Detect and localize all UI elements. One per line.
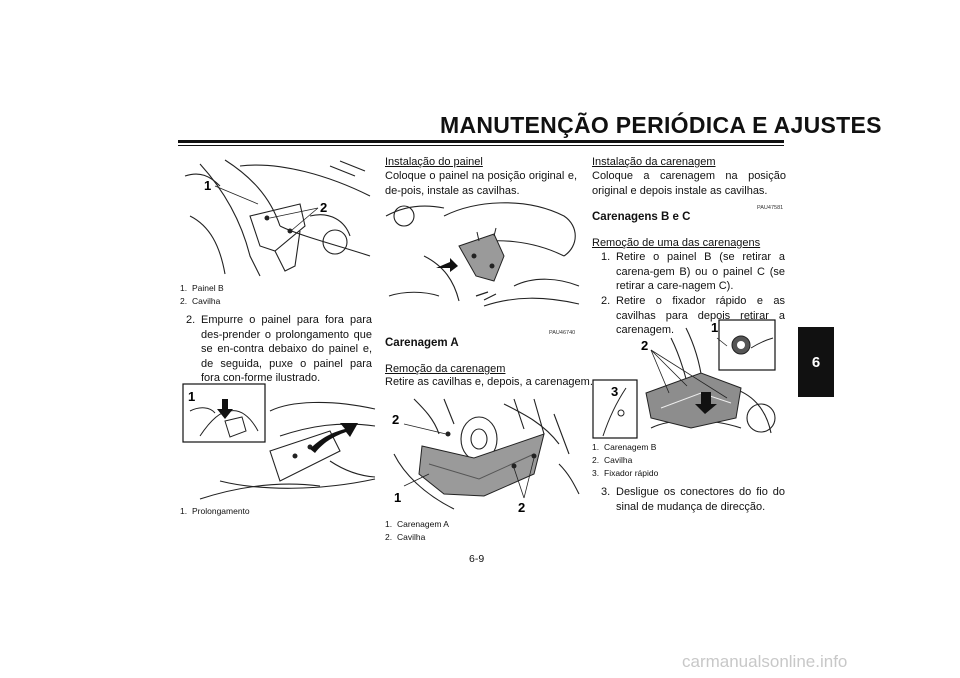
section-heading: Instalação da carenagem xyxy=(592,156,716,168)
chapter-tab: 6 xyxy=(798,327,834,397)
section-heading: Remoção de uma das carenagens xyxy=(592,237,761,249)
instruction-step-2: 2. Empurre o painel para fora para des-p… xyxy=(186,314,372,384)
instruction-step-3: 3. Desligue os conectores do fio do sina… xyxy=(601,486,785,513)
callout-2: 2 xyxy=(392,412,399,427)
page-title: MANUTENÇÃO PERIÓDICA E AJUSTES xyxy=(440,112,882,138)
header-rule-thick xyxy=(178,140,784,143)
section-heading: Instalação do painel xyxy=(385,156,483,168)
callout-1: 1 xyxy=(204,178,211,193)
callout-1: 1 xyxy=(711,320,718,335)
caption-item: 1.Carenagem B xyxy=(592,442,657,452)
figure-prolongamento: 1 xyxy=(182,383,376,500)
callout-1: 1 xyxy=(188,389,195,404)
figure-carenagem-b: 1 2 3 xyxy=(592,319,776,439)
figure-carenagem-a: 2 1 2 xyxy=(392,398,580,515)
caption-item: 1.Prolongamento xyxy=(180,506,250,516)
caption-item: 2.Cavilha xyxy=(180,296,221,306)
caption-list-fig5: 1.Carenagem B 2.Cavilha 3.Fixador rápido xyxy=(592,441,658,480)
caption-item: 1.Carenagem A xyxy=(385,519,449,529)
caption-item: 3.Fixador rápido xyxy=(592,468,659,478)
paragraph: Retire as cavilhas e, depois, a carenage… xyxy=(385,376,593,388)
caption-list-fig4: 1.Carenagem A 2.Cavilha xyxy=(385,518,449,544)
watermark: carmanualsonline.info xyxy=(682,652,848,671)
figure-install-panel xyxy=(385,202,580,307)
reference-code: PAU47581 xyxy=(757,205,784,211)
instruction-step-2: 2. Retire o fixador rápido e as cavilhas… xyxy=(601,295,785,336)
section-heading: Remoção da carenagem xyxy=(385,363,506,375)
reference-code: PAU46740 xyxy=(549,330,576,336)
caption-item: 2.Cavilha xyxy=(592,455,633,465)
callout-2: 2 xyxy=(641,338,648,353)
callout-2: 2 xyxy=(320,200,327,215)
caption-list-fig2: 1.Prolongamento xyxy=(180,505,250,518)
section-subheading: Carenagens B e C xyxy=(592,211,691,223)
paragraph: Coloque a carenagem na posição original … xyxy=(592,170,786,197)
page-number: 6-9 xyxy=(469,553,485,565)
header-rule-thin xyxy=(178,145,784,146)
section-subheading: Carenagem A xyxy=(385,337,459,349)
figure-panel-b: 1 2 xyxy=(184,159,371,277)
caption-item: 1.Painel B xyxy=(180,283,224,293)
callout-3: 3 xyxy=(611,384,618,399)
callout-1: 1 xyxy=(394,490,401,505)
caption-list-fig1: 1.Painel B 2.Cavilha xyxy=(180,282,224,308)
instruction-step-1: 1. Retire o painel B (se retirar a caren… xyxy=(601,251,785,292)
paragraph: Coloque o painel na posição original e, … xyxy=(385,170,577,197)
callout-2: 2 xyxy=(518,500,525,515)
caption-item: 2.Cavilha xyxy=(385,532,426,542)
